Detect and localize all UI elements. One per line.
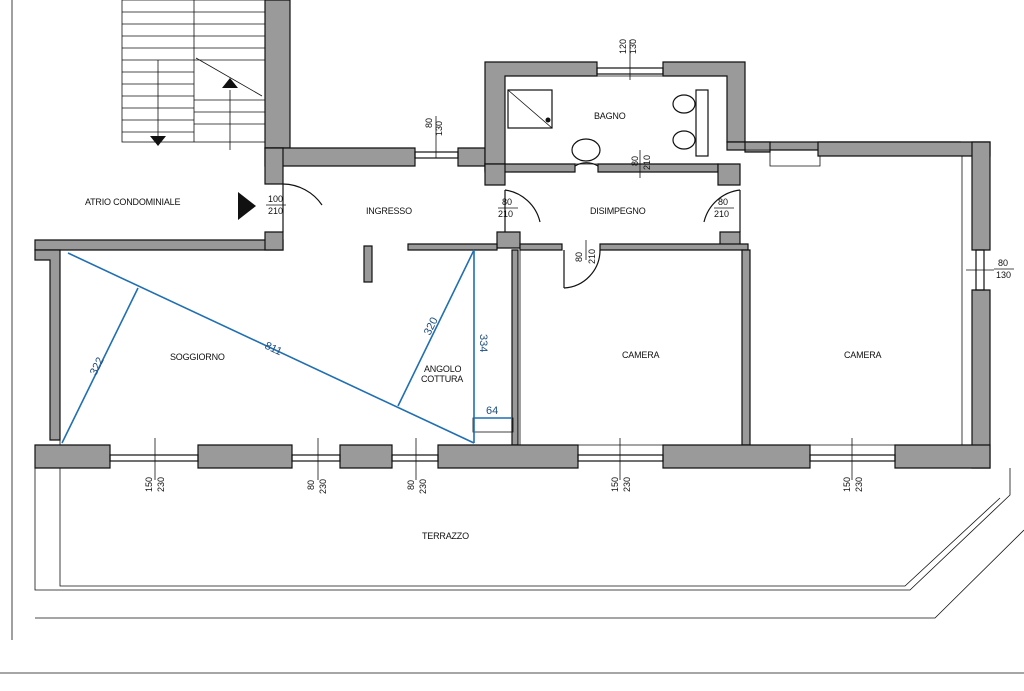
svg-text:80: 80 (502, 197, 512, 207)
svg-text:80: 80 (306, 480, 316, 490)
svg-text:210: 210 (268, 206, 283, 216)
dim-top-window-h: 130 (434, 121, 444, 136)
dim-bagno-window-w: 120 (618, 39, 628, 54)
svg-text:230: 230 (156, 477, 166, 492)
windows (109, 67, 985, 462)
svg-text:150: 150 (842, 477, 852, 492)
svg-text:230: 230 (622, 477, 632, 492)
svg-text:100: 100 (268, 194, 283, 204)
doors (282, 162, 741, 289)
dim-ingresso-door: 80 210 (498, 197, 518, 219)
svg-text:150: 150 (610, 477, 620, 492)
room-soggiorno: SOGGIORNO (170, 352, 225, 362)
dim-bottom-windows: 150 230 80 230 80 230 150 230 150 230 (144, 477, 864, 494)
dim-bagno-window-h: 130 (628, 39, 638, 54)
dim-bagno-door-w: 80 (630, 156, 640, 166)
room-angolo-line1: ANGOLO (424, 364, 462, 374)
entry-arrow-icon (238, 192, 256, 220)
dim-entry-door: 100 210 (266, 194, 286, 216)
measure-step: 64 (486, 405, 498, 417)
room-ingresso: INGRESSO (366, 206, 412, 216)
room-camera-2: CAMERA (844, 350, 882, 360)
room-camera-1: CAMERA (622, 350, 660, 360)
dim-right-window: 80 130 (994, 258, 1014, 280)
terrace-outline (34, 468, 1024, 619)
measurement-lines (61, 249, 512, 444)
staircase (121, 0, 268, 150)
measure-diagonal: 811 (263, 340, 284, 358)
svg-text:80: 80 (998, 258, 1008, 268)
svg-text:80: 80 (406, 480, 416, 490)
room-bagno: BAGNO (594, 111, 626, 121)
dim-camera-door-h: 210 (587, 249, 597, 264)
svg-text:230: 230 (854, 477, 864, 492)
room-disimpegno: DISIMPEGNO (590, 206, 646, 216)
svg-text:230: 230 (318, 479, 328, 494)
svg-text:130: 130 (996, 270, 1011, 280)
dim-camera-door-w: 80 (574, 252, 584, 262)
room-outlines (59, 75, 963, 446)
svg-text:230: 230 (418, 479, 428, 494)
dim-disimpegno-door: 80 210 (714, 197, 734, 219)
measure-right-width: 320 (422, 316, 441, 338)
dimension-ticks (154, 40, 994, 480)
walls (34, 0, 991, 469)
room-angolo-line2: COTTURA (421, 374, 463, 384)
room-terrazzo: TERRAZZO (422, 531, 469, 541)
dim-top-window-w: 80 (424, 118, 434, 128)
room-atrio: ATRIO CONDOMINIALE (85, 197, 180, 207)
dim-bagno-door-h: 210 (642, 155, 652, 170)
measure-height: 334 (477, 334, 489, 352)
svg-text:150: 150 (144, 477, 154, 492)
svg-text:210: 210 (714, 209, 729, 219)
bathroom-fixtures (507, 89, 709, 162)
svg-text:210: 210 (498, 209, 513, 219)
svg-text:80: 80 (718, 197, 728, 207)
